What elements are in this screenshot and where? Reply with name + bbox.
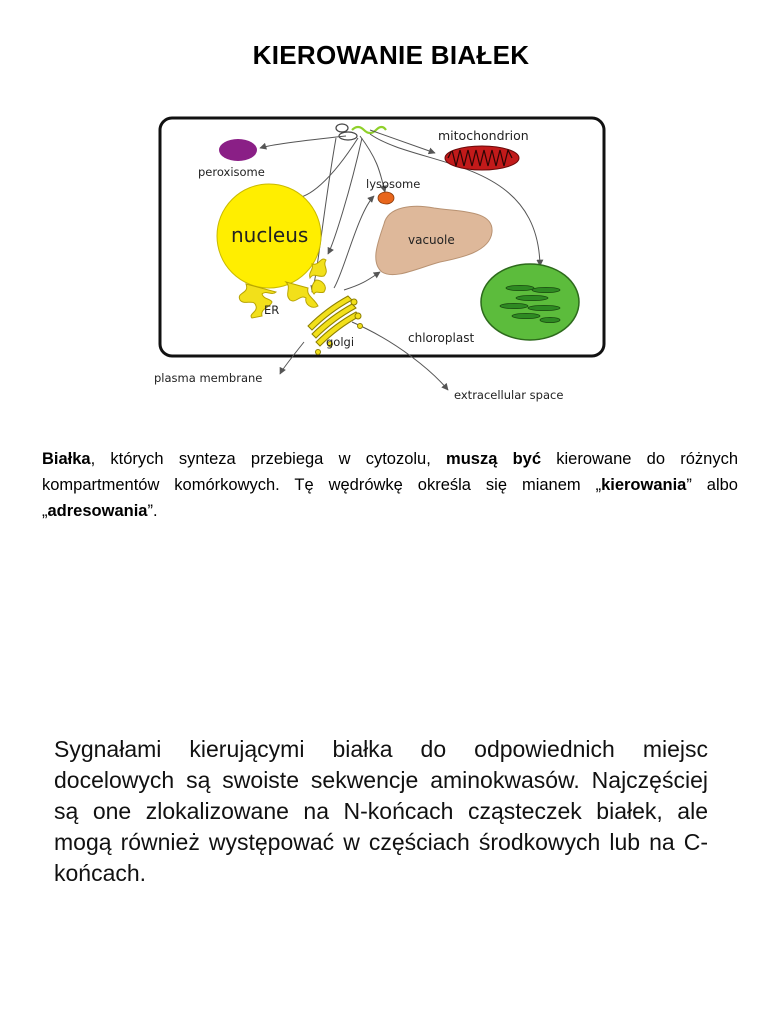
text-segment: synteza przebiega w cytozolu, — [164, 450, 446, 468]
peroxisome-shape — [219, 139, 257, 161]
nucleus-label: nucleus — [231, 223, 308, 247]
plasma-membrane-label: plasma membrane — [154, 371, 262, 385]
vacuole-label: vacuole — [408, 233, 455, 247]
golgi-label: golgi — [326, 335, 354, 349]
intro-paragraph: Białka, których synteza przebiega w cyto… — [42, 446, 738, 524]
page-title: KIEROWANIE BIAŁEK — [0, 40, 768, 71]
signal-sequences-paragraph: Sygnałami kierującymi białka do odpowied… — [54, 734, 708, 889]
protein-targeting-diagram: peroxisome mitochondrion lysosome nucleu… — [148, 112, 610, 412]
text-segment: ”. — [147, 502, 157, 520]
er-label: ER — [264, 303, 279, 317]
term-musza-byc: muszą być — [446, 450, 541, 468]
mitochondrion-label: mitochondrion — [438, 128, 529, 143]
lysosome-shape — [378, 192, 394, 204]
mitochondrion-shape — [445, 146, 519, 170]
term-kierowania: kierowania — [601, 476, 686, 494]
term-adresowania: adresowania — [48, 502, 148, 520]
chloroplast-label: chloroplast — [408, 331, 474, 345]
term-bialka: Białka — [42, 450, 91, 468]
extracellular-space-label: extracellular space — [454, 388, 563, 402]
peroxisome-label: peroxisome — [198, 165, 265, 179]
text-segment: mianem „ — [507, 476, 601, 494]
lysosome-label: lysosome — [366, 177, 420, 191]
text-segment: , których — [91, 450, 164, 468]
chloroplast-shape — [481, 264, 579, 340]
